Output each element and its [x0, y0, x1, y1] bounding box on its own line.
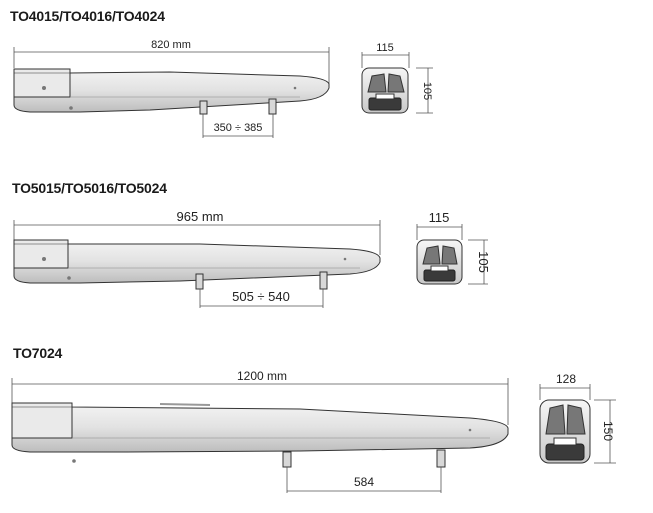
bracket-label-2: 505 ÷ 540: [232, 289, 290, 304]
height-label-2: 105: [476, 251, 491, 273]
model-title-to4015: TO4015/TO4016/TO4024: [10, 8, 165, 24]
height-label-1: 105: [421, 82, 433, 100]
width-label-3: 128: [556, 372, 576, 386]
length-label-2: 965 mm: [177, 209, 224, 224]
model-title-to5015: TO5015/TO5016/TO5024: [12, 180, 167, 196]
operator-3-end-view: [539, 384, 616, 464]
operator-1-side-view: [13, 47, 330, 138]
operator-1-end-view: [361, 52, 433, 114]
operator-2-end-view: [416, 224, 488, 285]
operator-3-side-view: [11, 378, 509, 493]
bracket-label-3: 584: [354, 475, 374, 489]
height-label-3: 150: [601, 421, 615, 441]
model-title-to7024: TO7024: [13, 345, 63, 361]
length-label-3: 1200 mm: [237, 369, 287, 383]
bracket-label-1: 350 ÷ 385: [214, 122, 263, 134]
operator-2-side-view: [13, 220, 381, 308]
width-label-1: 115: [376, 42, 394, 54]
width-label-2: 115: [429, 210, 450, 225]
length-label-1: 820 mm: [151, 39, 191, 51]
